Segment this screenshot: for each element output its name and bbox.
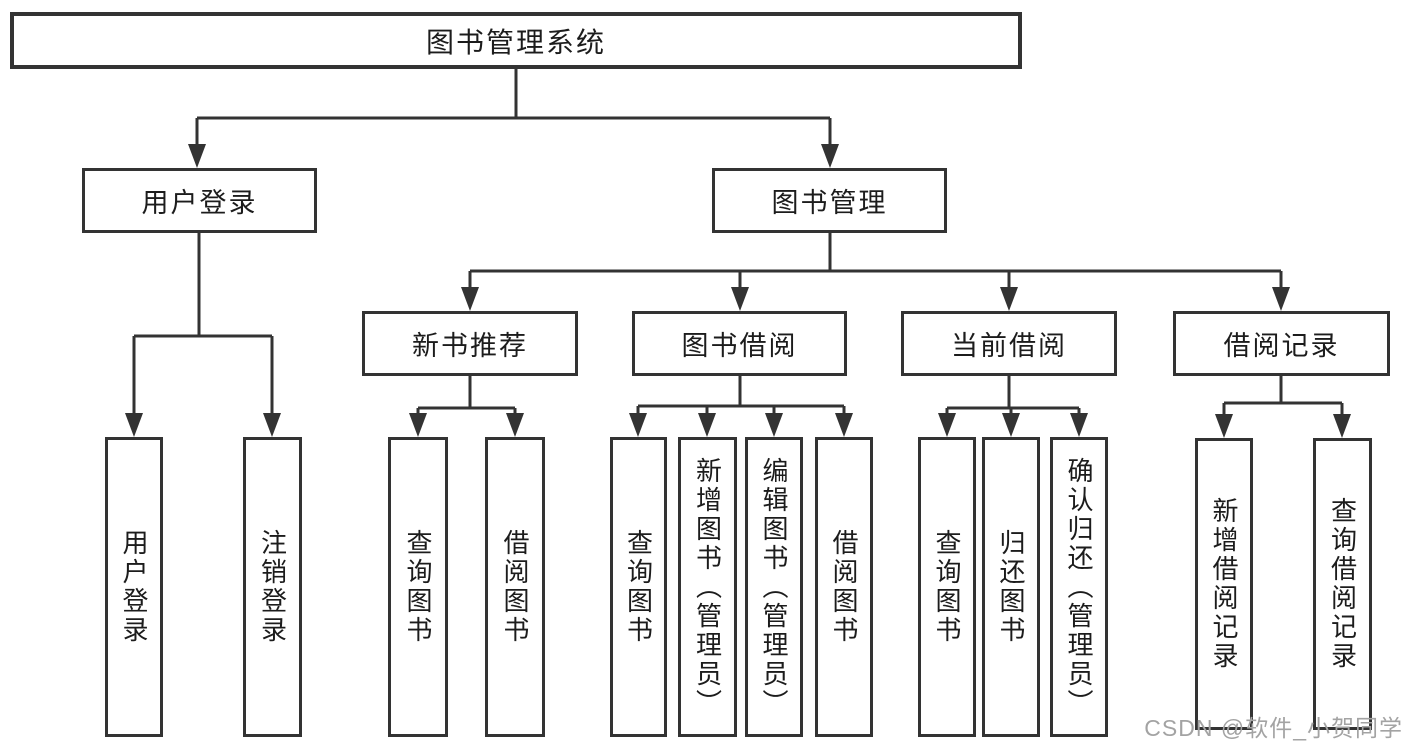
leaf-add-borrow-record-label: 新增借阅记录: [1209, 497, 1239, 671]
node-root: 图书管理系统: [10, 12, 1022, 69]
node-book-borrowing: 图书借阅: [632, 311, 847, 376]
leaf-borrow-books-label: 借阅图书: [829, 529, 859, 645]
leaf-query-borrow-record: 查询借阅记录: [1313, 438, 1372, 730]
arrowhead-icon: [1070, 413, 1088, 437]
node-root-label: 图书管理系统: [425, 26, 606, 58]
leaf-user-login-label: 用户登录: [119, 529, 149, 645]
node-book-borrowing-label: 图书借阅: [681, 331, 798, 361]
leaf-query-books-recommend-label: 查询图书: [403, 529, 433, 645]
leaf-query-books-current: 查询图书: [918, 437, 976, 737]
node-user-login-label: 用户登录: [141, 188, 258, 218]
leaf-borrow-books-recommend-label: 借阅图书: [500, 529, 530, 645]
connector-current-borrow-to-leaves: [938, 376, 1088, 437]
arrowhead-icon: [1333, 414, 1351, 438]
arrowhead-icon: [765, 413, 783, 437]
node-borrow-records: 借阅记录: [1173, 311, 1390, 376]
connector-book-borrow-to-leaves: [629, 376, 853, 437]
leaf-return-books: 归还图书: [982, 437, 1040, 737]
leaf-query-books-borrow: 查询图书: [610, 437, 667, 737]
arrowhead-icon: [938, 413, 956, 437]
connector-root-to-level2: [188, 69, 839, 168]
leaf-confirm-return-admin-label: 确认归还（管理员）: [1064, 456, 1094, 718]
arrowhead-icon: [125, 413, 143, 437]
connector-user-login-to-leaves: [125, 233, 281, 437]
leaf-add-books-admin-label: 新增图书（管理员）: [692, 456, 723, 718]
arrowhead-icon: [698, 413, 716, 437]
leaf-borrow-books-recommend: 借阅图书: [485, 437, 545, 737]
arrowhead-icon: [835, 413, 853, 437]
arrowhead-icon: [1000, 287, 1018, 311]
leaf-add-books-admin: 新增图书（管理员）: [678, 437, 737, 737]
leaf-query-books-recommend: 查询图书: [388, 437, 448, 737]
leaf-add-borrow-record: 新增借阅记录: [1195, 438, 1253, 730]
arrowhead-icon: [1215, 414, 1233, 438]
leaf-query-borrow-record-label: 查询借阅记录: [1327, 497, 1358, 671]
arrowhead-icon: [506, 413, 524, 437]
node-new-book-recommend-label: 新书推荐: [412, 331, 528, 361]
connector-borrow-records-to-leaves: [1215, 376, 1351, 438]
arrowhead-icon: [263, 413, 281, 437]
node-user-login: 用户登录: [82, 168, 317, 233]
leaf-user-login: 用户登录: [105, 437, 163, 737]
connector-new-book-to-leaves: [409, 376, 524, 437]
node-book-management-label: 图书管理: [771, 188, 888, 218]
leaf-return-books-label: 归还图书: [996, 529, 1026, 645]
leaf-borrow-books: 借阅图书: [815, 437, 873, 737]
arrowhead-icon: [188, 144, 206, 168]
node-current-borrowing: 当前借阅: [901, 311, 1117, 376]
arrowhead-icon: [1272, 287, 1290, 311]
arrowhead-icon: [821, 144, 839, 168]
arrowhead-icon: [409, 413, 427, 437]
leaf-logout-label: 注销登录: [257, 529, 288, 645]
arrowhead-icon: [731, 287, 749, 311]
leaf-query-books-borrow-label: 查询图书: [623, 529, 654, 645]
node-book-management: 图书管理: [712, 168, 947, 233]
leaf-confirm-return-admin: 确认归还（管理员）: [1050, 437, 1108, 737]
leaf-query-books-current-label: 查询图书: [932, 529, 962, 645]
arrowhead-icon: [461, 287, 479, 311]
connector-book-mgmt-to-level3: [461, 233, 1290, 311]
arrowhead-icon: [1002, 413, 1020, 437]
arrowhead-icon: [629, 413, 647, 437]
node-current-borrowing-label: 当前借阅: [951, 331, 1067, 361]
leaf-edit-books-admin-label: 编辑图书（管理员）: [759, 456, 789, 718]
csdn-watermark: CSDN @软件_小贺同学: [1144, 715, 1403, 741]
node-borrow-records-label: 借阅记录: [1223, 331, 1340, 361]
leaf-edit-books-admin: 编辑图书（管理员）: [745, 437, 803, 737]
leaf-logout: 注销登录: [243, 437, 302, 737]
node-new-book-recommend: 新书推荐: [362, 311, 578, 376]
